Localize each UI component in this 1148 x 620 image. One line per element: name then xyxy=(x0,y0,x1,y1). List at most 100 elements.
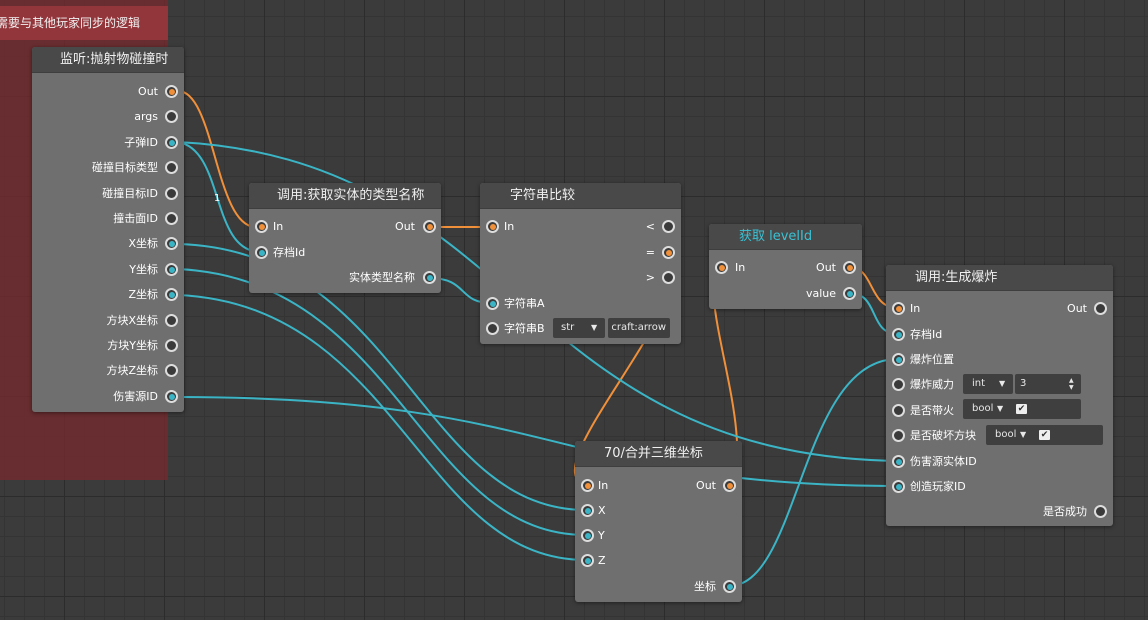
y-in-pin[interactable] xyxy=(581,529,594,542)
wire-data-bullet-gettype xyxy=(177,141,262,253)
pin-label-player: 创造玩家ID xyxy=(910,480,966,493)
target-id-pin[interactable] xyxy=(165,187,178,200)
node-title: 70/合并三维坐标 xyxy=(575,441,742,467)
pin-label-string-a: 字符串A xyxy=(504,297,545,310)
block-z-pin[interactable] xyxy=(165,364,178,377)
pin-label-success: 是否成功 xyxy=(1043,505,1087,518)
type-value: str xyxy=(561,322,575,333)
pin-label-x: X坐标 xyxy=(128,237,158,250)
coord-out-pin[interactable] xyxy=(723,580,736,593)
fire-pin[interactable] xyxy=(892,404,905,417)
pin-label-out: Out xyxy=(1067,302,1087,315)
value-out-pin[interactable] xyxy=(843,287,856,300)
eq-out-pin[interactable] xyxy=(662,246,675,259)
pin-label-in: In xyxy=(273,220,284,233)
pin-label-fire: 是否带火 xyxy=(910,404,954,417)
wire-exec-listen-gettype xyxy=(177,90,257,228)
pin-label-out: Out xyxy=(816,261,836,274)
pin-label-out: Out xyxy=(696,479,716,492)
pin-label-break: 是否破坏方块 xyxy=(910,429,976,442)
node-title: 获取 levelId xyxy=(709,224,862,250)
player-id-pin[interactable] xyxy=(892,480,905,493)
gt-out-pin[interactable] xyxy=(662,271,675,284)
string-a-pin[interactable] xyxy=(486,297,499,310)
chevron-down-icon: ▼ xyxy=(1020,430,1027,439)
pin-label-lt: < xyxy=(645,220,655,233)
node-title: 调用:生成爆炸 xyxy=(886,265,1113,291)
string-b-type-select[interactable]: str ▼ xyxy=(553,318,605,338)
wire-label: 1 xyxy=(214,193,221,204)
node-get-level-id[interactable]: 获取 levelId In Out value xyxy=(709,224,862,309)
stepper-icon[interactable]: ▲▼ xyxy=(1069,377,1074,391)
pin-label-block-y: 方块Y坐标 xyxy=(107,339,158,352)
pin-label-y: Y坐标 xyxy=(129,263,158,276)
exec-in-pin[interactable] xyxy=(581,479,594,492)
success-out-pin[interactable] xyxy=(1094,505,1107,518)
chevron-down-icon: ▼ xyxy=(997,404,1004,413)
power-type-select[interactable]: int ▼ xyxy=(963,374,1013,394)
y-pin[interactable] xyxy=(165,263,178,276)
string-b-pin[interactable] xyxy=(486,322,499,335)
exec-out-pin[interactable] xyxy=(423,220,436,233)
save-id-pin[interactable] xyxy=(892,328,905,341)
damage-source-pin[interactable] xyxy=(165,390,178,403)
pin-label-gt: > xyxy=(645,271,655,284)
x-pin[interactable] xyxy=(165,237,178,250)
power-value-input[interactable]: 3 ▲▼ xyxy=(1015,374,1081,394)
node-get-entity-type[interactable]: 调用:获取实体的类型名称 In Out 存档Id 实体类型名称 xyxy=(249,183,441,293)
exec-in-pin[interactable] xyxy=(715,261,728,274)
break-bool-select[interactable]: bool ▼ ✔ xyxy=(986,425,1103,445)
save-id-pin[interactable] xyxy=(255,246,268,259)
node-listen-projectile-hit[interactable]: 监听:抛射物碰撞时 Out args 子弹ID 碰撞目标类型 碰撞目标ID 撞击… xyxy=(32,47,184,412)
pin-label-damage-source: 伤害源ID xyxy=(113,390,158,403)
face-id-pin[interactable] xyxy=(165,212,178,225)
type-name-pin[interactable] xyxy=(423,271,436,284)
pin-label-eq: = xyxy=(645,246,655,259)
node-title: 监听:抛射物碰撞时 xyxy=(32,47,184,73)
break-checkbox[interactable]: ✔ xyxy=(1039,430,1050,440)
fire-bool-select[interactable]: bool ▼ ✔ xyxy=(963,399,1081,419)
pin-label-block-z: 方块Z坐标 xyxy=(106,364,158,377)
exec-in-pin[interactable] xyxy=(486,220,499,233)
source-entity-pin[interactable] xyxy=(892,455,905,468)
exec-out-pin[interactable] xyxy=(1094,302,1107,315)
args-pin[interactable] xyxy=(165,110,178,123)
node-string-compare[interactable]: 字符串比较 In < = > 字符串A 字符串B str ▼ craft:arr… xyxy=(480,183,681,344)
node-merge-coordinates[interactable]: 70/合并三维坐标 In Out X Y Z 坐标 xyxy=(575,441,742,602)
node-title: 字符串比较 xyxy=(480,183,681,209)
block-y-pin[interactable] xyxy=(165,339,178,352)
pin-label-face-id: 撞击面ID xyxy=(113,212,158,225)
exec-out-pin[interactable] xyxy=(723,479,736,492)
pin-label-in: In xyxy=(735,261,746,274)
fire-type-value: bool xyxy=(972,403,994,414)
exec-out-pin[interactable] xyxy=(843,261,856,274)
exec-in-pin[interactable] xyxy=(255,220,268,233)
z-pin[interactable] xyxy=(165,288,178,301)
x-in-pin[interactable] xyxy=(581,504,594,517)
target-type-pin[interactable] xyxy=(165,161,178,174)
break-pin[interactable] xyxy=(892,429,905,442)
power-pin[interactable] xyxy=(892,378,905,391)
chevron-down-icon: ▼ xyxy=(591,323,598,332)
block-x-pin[interactable] xyxy=(165,314,178,327)
exec-out-pin[interactable] xyxy=(165,85,178,98)
pin-label-block-x: 方块X坐标 xyxy=(106,314,158,327)
exec-in-pin[interactable] xyxy=(892,302,905,315)
z-in-pin[interactable] xyxy=(581,554,594,567)
bullet-id-pin[interactable] xyxy=(165,136,178,149)
fire-checkbox[interactable]: ✔ xyxy=(1016,404,1027,414)
pin-label-target-id: 碰撞目标ID xyxy=(102,187,158,200)
pin-label-in: In xyxy=(504,220,515,233)
node-spawn-explosion[interactable]: 调用:生成爆炸 In Out 存档Id 爆炸位置 爆炸威力 int ▼ 3 ▲▼… xyxy=(886,265,1113,526)
pin-label-z: Z xyxy=(598,554,606,567)
comment-title: 需要与其他玩家同步的逻辑 xyxy=(0,6,168,40)
pin-label-coord: 坐标 xyxy=(694,580,716,593)
pin-label-source: 伤害源实体ID xyxy=(910,455,977,468)
position-pin[interactable] xyxy=(892,353,905,366)
pin-label-power: 爆炸威力 xyxy=(910,378,954,391)
string-b-value-input[interactable]: craft:arrow xyxy=(608,318,670,338)
pin-label-string-b: 字符串B xyxy=(504,322,545,335)
lt-out-pin[interactable] xyxy=(662,220,675,233)
power-type-value: int xyxy=(972,378,986,389)
pin-label-type-name: 实体类型名称 xyxy=(349,271,415,284)
